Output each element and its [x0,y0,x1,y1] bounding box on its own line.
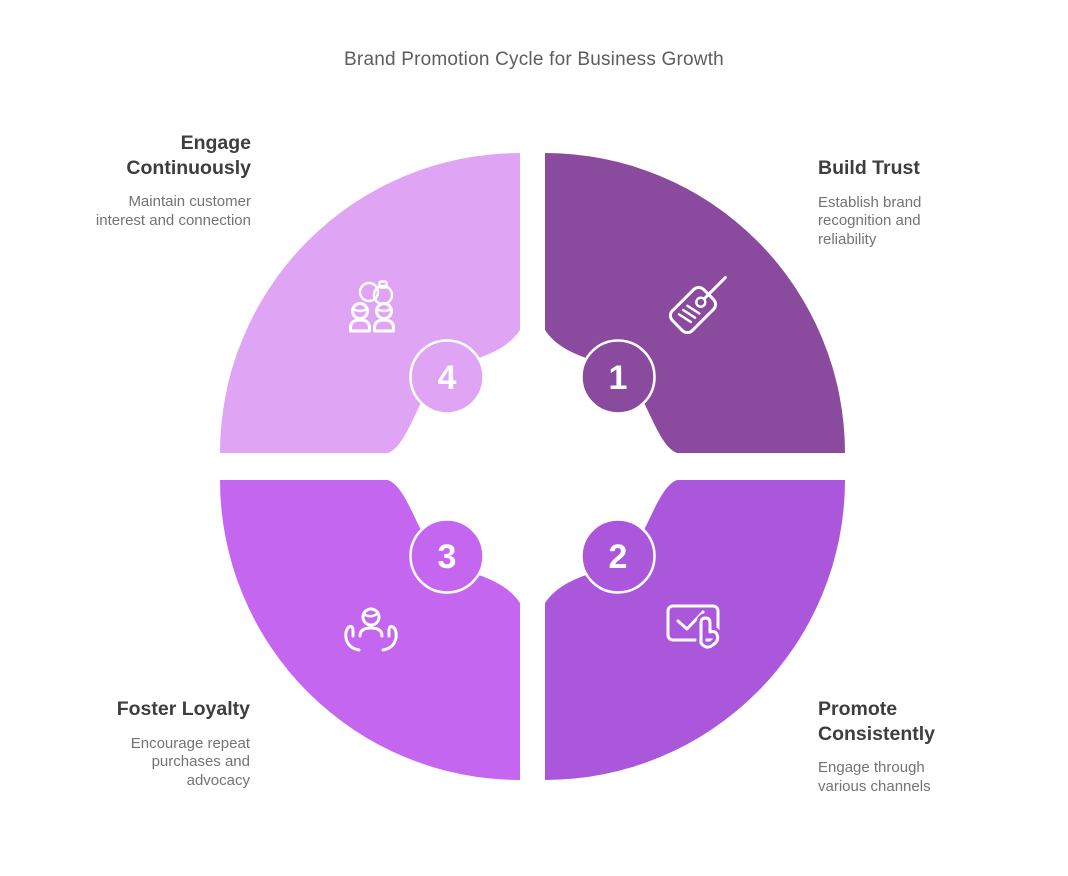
people-connection-icon [349,280,395,333]
page-title: Brand Promotion Cycle for Business Growt… [344,49,724,70]
step-1-description: Establish brand recognition and reliabil… [818,193,922,249]
step-4-description: Maintain customer interest and connectio… [95,193,251,229]
badge-number-1: 1 [609,359,628,397]
step-2-description: Engage through various channels [818,759,931,795]
quadrant-engage-continuously [220,153,520,453]
badge-step-1: 1 [580,339,656,415]
step-3-description: Encourage repeat purchases and advocacy [130,734,250,790]
tap-checkbox-icon [666,604,723,652]
hands-holding-person-icon [344,607,398,652]
step-4-title: Engage Continuously [126,132,251,179]
badge-step-2: 2 [580,518,656,594]
badge-step-4: 4 [409,339,485,415]
step-2-text-block: Promote Consistently Engage through vari… [818,697,968,797]
quadrant-promote-consistently [545,480,845,780]
step-3-title: Foster Loyalty [116,698,250,720]
step-2-title: Promote Consistently [818,698,936,745]
badge-number-4: 4 [438,359,457,397]
quadrant-foster-loyalty [220,480,520,780]
price-tag-icon [668,275,728,335]
step-3-text-block: Foster Loyalty Encourage repeat purchase… [100,697,250,791]
step-4-text-block: Engage Continuously Maintain customer in… [91,131,251,231]
badge-step-3: 3 [409,518,485,594]
step-1-text-block: Build Trust Establish brand recognition … [818,156,946,250]
badge-number-2: 2 [609,538,628,576]
step-1-title: Build Trust [818,157,920,179]
badge-number-3: 3 [438,538,457,576]
quadrant-build-trust [545,153,845,453]
